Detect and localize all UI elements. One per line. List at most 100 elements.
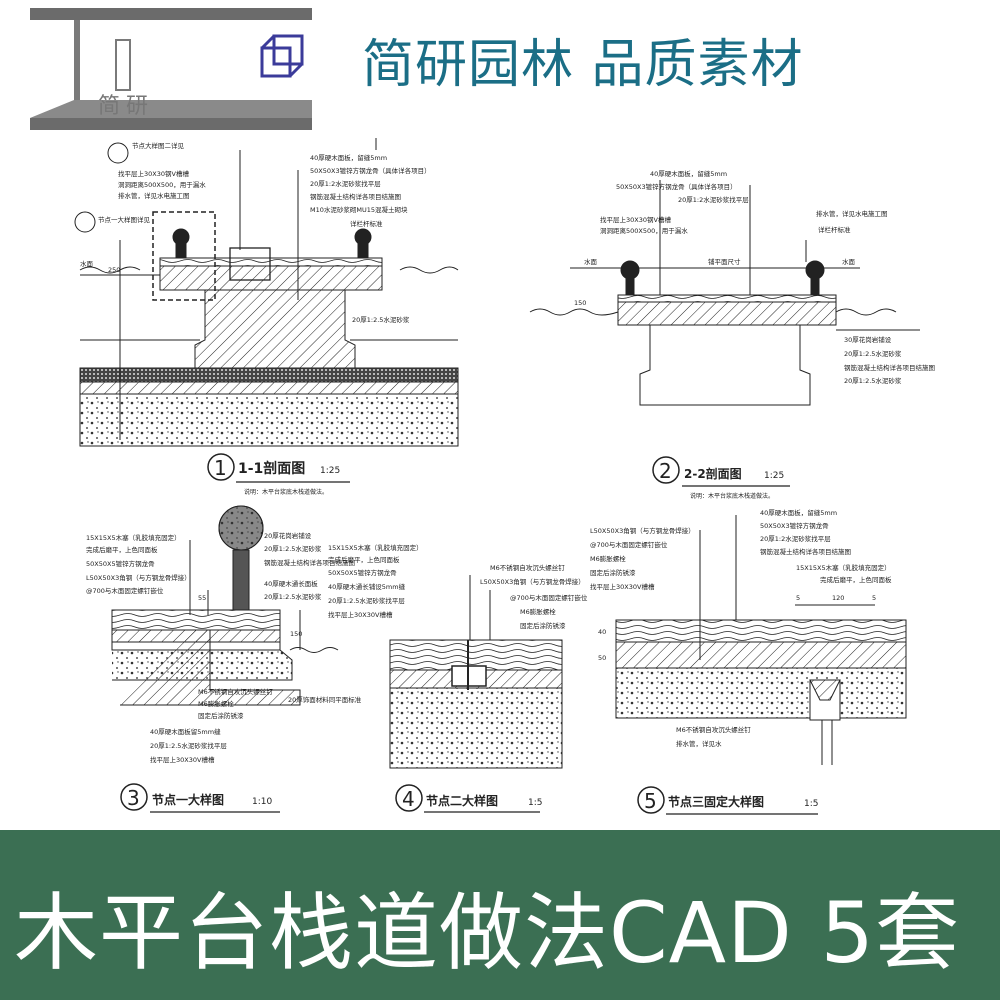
- label: 钢筋混凝土结构详各项目结施图: [310, 192, 401, 201]
- logo-text: 简研: [98, 94, 155, 119]
- label: 20厚1:2.5水泥砂浆: [352, 315, 410, 324]
- label: 排水管，详见水: [676, 739, 722, 748]
- label: @700与木面固定螺钉嵌位: [86, 586, 164, 595]
- label: 20厚1:2水泥砂浆找平层: [310, 179, 381, 188]
- label: 20厚饰面材料同平面标准: [288, 695, 362, 704]
- label: 50X50X5镀锌方钢龙骨: [86, 559, 155, 568]
- figure-title-5: 5 节点三固定大样图 1:5: [637, 786, 818, 815]
- label: M6膨胀螺栓: [198, 699, 234, 708]
- dim: 40: [598, 628, 606, 636]
- label: M10水泥砂浆砌MU15混凝土砌块: [310, 205, 408, 214]
- cad-drawing: 40厚硬木面板，留缝5mm 50X50X3镀锌方钢龙骨（具体详各项目） 20厚1…: [74, 138, 935, 815]
- header: 简研 简研园林 品质素材: [0, 0, 1000, 130]
- label: 完成后磨平，上色同面板: [86, 545, 158, 554]
- label: 20厚1:2.5水泥砂浆: [264, 592, 322, 601]
- figure-num: 5: [644, 789, 657, 813]
- label: 50X50X3镀锌方钢龙骨（具体详各项目）: [616, 182, 737, 191]
- label: L50X50X3角钢（与方钢龙骨焊接）: [480, 577, 585, 586]
- label: 50X50X5镀锌方钢龙骨: [328, 568, 397, 577]
- label: M6膨胀螺栓: [520, 607, 556, 616]
- figure-num: 4: [402, 787, 415, 811]
- dim: 150: [574, 299, 586, 307]
- figure-scale: 1:5: [528, 798, 542, 808]
- figure-scale: 1:25: [320, 466, 340, 476]
- label: M6膨胀螺栓: [590, 554, 626, 563]
- figure-title: 节点二大样图: [426, 793, 498, 808]
- label: M6不锈钢自攻沉头螺丝钉: [676, 725, 751, 734]
- label: M6不锈钢自攻沉头螺丝钉: [490, 563, 565, 572]
- detail-5-labels: L50X50X3角钢（与方钢龙骨焊接） @700与木面固定螺钉嵌位 M6膨胀螺栓…: [590, 508, 892, 748]
- dim: 120: [832, 594, 844, 602]
- figure-scale: 1:5: [804, 799, 818, 809]
- label: 20厚1:2水泥砂浆找平层: [760, 534, 831, 543]
- figure-scale: 1:25: [764, 471, 784, 481]
- detail-3-labels: 15X15X5木塞（乳胶填充固定） 完成后磨平，上色同面板 50X50X5镀锌方…: [86, 531, 362, 764]
- label: 固定后涂防锈漆: [520, 621, 566, 630]
- cube-icon: [260, 34, 304, 78]
- dim: 5: [872, 594, 876, 602]
- label: 20厚1:2.5水泥砂浆: [264, 544, 322, 553]
- label: 50X50X3镀锌方钢龙骨（具体详各项目）: [310, 166, 431, 175]
- figure-title: 2-2剖面图: [684, 466, 742, 481]
- label: 钢筋混凝土结构详各项目结施图: [844, 363, 935, 372]
- section-1-1: [74, 138, 459, 447]
- label: 洞洞距离500X500，用于漏水: [118, 180, 206, 189]
- figure-scale: 1:10: [252, 797, 272, 807]
- label: 找平层上30X30钢V槽槽: [600, 215, 671, 224]
- label: 20厚1:2.5水泥砂浆找平层: [150, 741, 227, 750]
- label: 详栏杆标准: [818, 225, 851, 234]
- label: 40厚硬木面板，留缝5mm: [650, 169, 727, 178]
- label: 找平层上30X30V槽槽: [590, 582, 655, 591]
- footer-title: 木平台栈道做法CAD 5套: [14, 884, 960, 982]
- figure-num: 1: [214, 456, 227, 480]
- section-2-labels: 40厚硬木面板，留缝5mm 50X50X3镀锌方钢龙骨（具体详各项目） 20厚1…: [574, 169, 935, 385]
- dim: 5: [796, 594, 800, 602]
- dim: 150: [290, 630, 302, 638]
- label: 详栏杆标准: [350, 219, 383, 228]
- label: 40厚硬木通长铺设5mm缝: [328, 582, 406, 591]
- label: 20厚花岗岩铺设: [264, 531, 312, 540]
- detail-4-labels: 15X15X5木塞（乳胶填充固定） 完成后磨平，上色同面板 50X50X5镀锌方…: [328, 543, 588, 630]
- section-1-labels: 40厚硬木面板，留缝5mm 50X50X3镀锌方钢龙骨（具体详各项目） 20厚1…: [80, 141, 431, 324]
- label: @700与木面固定螺钉嵌位: [590, 540, 668, 549]
- label: L50X50X3角钢（与方钢龙骨焊接）: [590, 526, 695, 535]
- label: 20厚1:2水泥砂浆找平层: [678, 195, 749, 204]
- brand-slogan: 简研园林 品质素材: [362, 35, 804, 95]
- label: 固定后涂防锈漆: [590, 568, 636, 577]
- footer-banner: 木平台栈道做法CAD 5套: [0, 830, 1000, 1000]
- section-2-2: [529, 180, 920, 406]
- label: 节点一大样图详见: [98, 215, 151, 224]
- label: 节点大样图二详见: [132, 141, 185, 150]
- figure-title-3: 3 节点一大样图 1:10: [120, 783, 280, 813]
- label: 排水管，详见水电施工图: [816, 209, 888, 218]
- detail-5: [615, 515, 907, 765]
- detail-4: [389, 575, 563, 769]
- label: @700与木面固定螺钉嵌位: [510, 593, 588, 602]
- label: M6不锈钢自攻沉头螺丝钉: [198, 687, 273, 696]
- label: 找平层上30X30钢V槽槽: [118, 169, 189, 178]
- dim: 50: [598, 654, 606, 662]
- figure-title: 节点三固定大样图: [668, 794, 764, 809]
- label: 完成后磨平，上色同面板: [820, 575, 892, 584]
- figure-title-2: 2 2-2剖面图 1:25 说明：木平台浆底木栈道做法。: [652, 456, 790, 500]
- label: 完成后磨平，上色同面板: [328, 555, 400, 564]
- label: 水面: [80, 259, 94, 268]
- label: 水面: [584, 257, 598, 266]
- logo-mark: [30, 8, 312, 130]
- label: 40厚硬木面板留5mm缝: [150, 727, 221, 736]
- label: 20厚1:2.5水泥砂浆找平层: [328, 596, 405, 605]
- label: 50X50X3镀锌方钢龙骨: [760, 521, 829, 530]
- figure-title: 节点一大样图: [152, 792, 224, 807]
- label: 洞洞距离500X500，用于漏水: [600, 226, 688, 235]
- figure-title-4: 4 节点二大样图 1:5: [395, 784, 542, 813]
- label: 排水管，详见水电施工图: [118, 191, 190, 200]
- figure-note: 说明：木平台浆底木栈道做法。: [690, 492, 774, 500]
- figure-title-1: 1 1-1剖面图 1:25 说明：木平台浆底木栈道做法。: [207, 453, 350, 496]
- label: 40厚硬木通长面板: [264, 579, 318, 588]
- figure-title: 1-1剖面图: [238, 460, 305, 477]
- label: 找平层上30X30V槽槽: [328, 610, 393, 619]
- label: 40厚硬木面板，留缝5mm: [310, 153, 387, 162]
- label: 30厚花岗岩铺设: [844, 335, 892, 344]
- label: 钢筋混凝土结构详各项目结施图: [760, 547, 851, 556]
- label: 20厚1:2.5水泥砂浆: [844, 349, 902, 358]
